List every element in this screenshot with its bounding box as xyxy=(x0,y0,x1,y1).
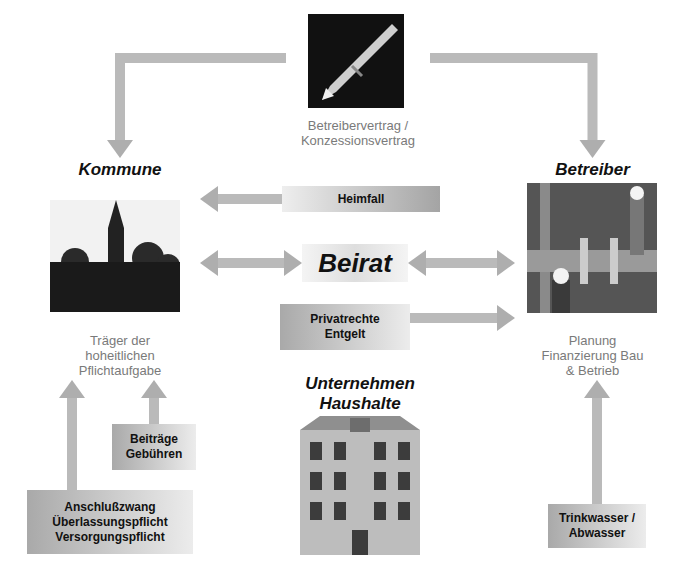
arrow-head xyxy=(580,140,606,158)
label-box: Anschlußzwang Überlassungspflicht Versor… xyxy=(27,490,193,554)
flow-arrow xyxy=(584,380,610,504)
arrow-shaft xyxy=(592,398,602,504)
node-text: Beirat xyxy=(318,247,392,279)
plant-photo xyxy=(527,183,657,313)
node-text: Planung Finanzierung Bau & Betrieb xyxy=(532,331,654,380)
church-photo xyxy=(50,200,180,312)
flow-arrow xyxy=(410,305,515,331)
arrow-head xyxy=(497,250,515,276)
label-box: Heimfall xyxy=(282,186,440,212)
betreiber-node: BetreiberPlanung Finanzierung Bau & Betr… xyxy=(515,158,670,380)
beirat-node: Beirat xyxy=(302,244,408,282)
helmet xyxy=(553,268,569,284)
arrow-head xyxy=(497,305,515,331)
kommune-node: KommuneTräger der hoheitlichen Pflichtau… xyxy=(40,158,200,380)
flange xyxy=(610,238,618,284)
node-heading: Betreiber xyxy=(551,158,634,182)
arrow-shaft xyxy=(430,58,593,140)
pen-band xyxy=(352,66,362,76)
households-node: Unternehmen Haushalte xyxy=(285,372,435,416)
node-heading: Kommune xyxy=(74,158,165,182)
node-text: Beiträge Gebühren xyxy=(118,432,190,462)
church-steeple xyxy=(108,200,124,262)
flow-arrow xyxy=(200,186,282,212)
flow-arrow xyxy=(408,250,515,276)
facade xyxy=(300,430,420,555)
windows xyxy=(310,442,410,555)
arrow-shaft xyxy=(67,398,77,490)
arrow-head xyxy=(141,380,167,398)
arrow-head xyxy=(200,250,218,276)
flow-arrow xyxy=(200,250,302,276)
arrow-shaft xyxy=(218,194,282,204)
label-box: Privatrechte Entgelt xyxy=(280,304,410,350)
houses xyxy=(50,262,180,312)
arrow-head xyxy=(408,250,426,276)
label-box: Trinkwasser / Abwasser xyxy=(548,504,646,548)
arrow-shaft xyxy=(426,258,497,268)
flow-arrow xyxy=(107,58,286,158)
label-box: Beiträge Gebühren xyxy=(112,424,196,470)
flow-arrow xyxy=(430,58,606,158)
worker xyxy=(552,280,570,313)
arrow-head xyxy=(107,140,133,158)
building-photo xyxy=(300,416,420,555)
arrow-shaft xyxy=(218,258,284,268)
photo-sky xyxy=(50,200,180,312)
gable xyxy=(350,418,370,432)
node-text: Privatrechte Entgelt xyxy=(302,312,388,342)
contract-node: Betreibervertrag / Konzessionsvertrag xyxy=(286,10,430,150)
pen-nib xyxy=(322,88,334,100)
node-text: Anschlußzwang Überlassungspflicht Versor… xyxy=(40,500,180,545)
pipe xyxy=(540,183,550,313)
pen-body xyxy=(322,24,398,100)
node-text: Heimfall xyxy=(338,192,385,207)
worker xyxy=(630,195,644,255)
photo-ground xyxy=(308,14,404,108)
arrow-shaft xyxy=(149,398,159,424)
arrow-shaft xyxy=(410,313,497,323)
node-text: Trinkwasser / Abwasser xyxy=(554,511,640,541)
arrow-head xyxy=(200,186,218,212)
photo-ground xyxy=(527,183,657,313)
helmet xyxy=(630,186,644,200)
flange xyxy=(580,238,588,284)
arrow-head xyxy=(584,380,610,398)
node-text: Unternehmen Haushalte xyxy=(286,372,434,416)
flow-arrow xyxy=(59,380,85,490)
node-text: Betreibervertrag / Konzessionsvertrag xyxy=(286,116,430,150)
arrow-head xyxy=(59,380,85,398)
node-text: Träger der hoheitlichen Pflichtaufgabe xyxy=(59,331,181,380)
pen-photo xyxy=(308,14,404,108)
arrow-shaft xyxy=(120,58,286,140)
flow-arrow xyxy=(141,380,167,424)
arrow-head xyxy=(284,250,302,276)
